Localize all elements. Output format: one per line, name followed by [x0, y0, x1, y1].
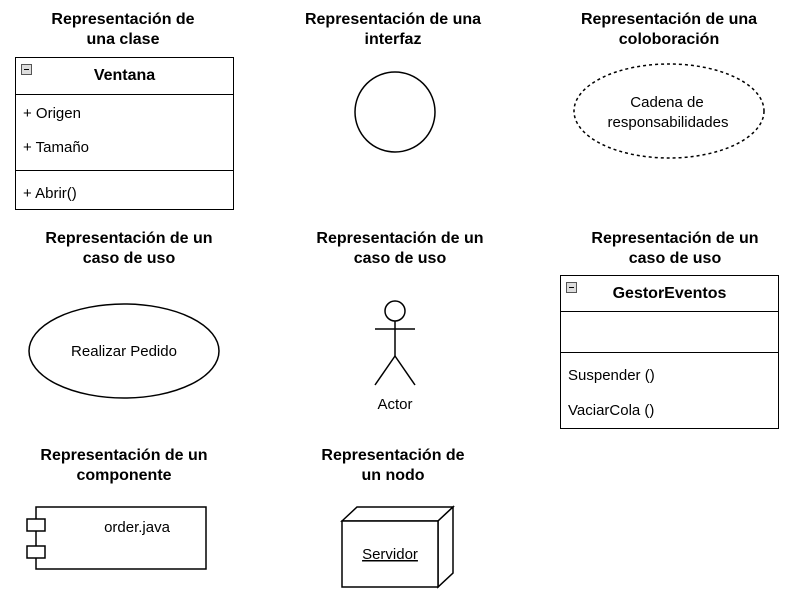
node-representation-title: Representación de un nodo	[293, 446, 493, 486]
class-methods: Suspender () VaciarCola ()	[561, 353, 778, 428]
collapse-icon[interactable]	[21, 64, 32, 75]
title-line: interfaz	[364, 31, 422, 48]
title-line: Representación de un	[591, 230, 759, 247]
class-representation-title: Representación de una clase	[23, 10, 223, 50]
class-header: Ventana	[16, 58, 233, 95]
class-name: Ventana	[93, 67, 156, 84]
title-line: una clase	[86, 31, 160, 48]
use-case-ellipse	[28, 303, 220, 399]
title-line: Representación de	[51, 11, 195, 28]
title-line: un nodo	[361, 467, 425, 484]
collaboration-representation-title: Representación de una coloboración	[559, 10, 779, 50]
class-methods: + Abrir()	[16, 171, 233, 209]
title-line: Representación de	[321, 447, 465, 464]
title-line: Representación de un	[45, 230, 213, 247]
collaboration-text-line: responsabilidades	[608, 114, 729, 131]
actor-label: Actor	[377, 396, 412, 413]
title-line: Representación de una	[580, 11, 758, 28]
node-shape	[340, 505, 455, 589]
interface-representation-title: Representación de una interfaz	[283, 10, 503, 50]
component-shape	[26, 506, 207, 570]
use-case-ellipse-title: Representación de un caso de uso	[19, 229, 239, 269]
use-case-actor-title: Representación de un caso de uso	[290, 229, 510, 269]
title-line: caso de uso	[628, 250, 722, 267]
actor-figure	[374, 300, 416, 386]
use-case-class-title: Representación de un caso de uso	[565, 229, 785, 269]
title-line: Representación de un	[40, 447, 208, 464]
class-attribute: + Origen	[23, 105, 81, 122]
class-ventana: Ventana + Origen + Tamaño + Abrir()	[15, 57, 234, 210]
class-attribute: + Tamaño	[23, 139, 90, 156]
title-line: caso de uso	[353, 250, 447, 267]
title-line: caso de uso	[82, 250, 176, 267]
interface-circle	[354, 71, 436, 153]
component-representation-title: Representación de un componente	[14, 446, 234, 486]
collaboration-text-line: Cadena de	[630, 94, 703, 111]
component-label: order.java	[104, 519, 171, 536]
title-line: Representación de un	[316, 230, 484, 247]
class-name: GestorEventos	[612, 285, 727, 302]
title-line: componente	[76, 467, 172, 484]
class-attributes: + Origen + Tamaño	[16, 95, 233, 171]
collapse-icon[interactable]	[566, 282, 577, 293]
collaboration-ellipse	[573, 63, 765, 159]
class-header: GestorEventos	[561, 276, 778, 312]
class-attributes	[561, 312, 778, 353]
title-line: coloboración	[618, 31, 720, 48]
node-label: Servidor	[362, 546, 418, 563]
class-method: Suspender ()	[568, 367, 655, 384]
class-gestor-eventos: GestorEventos Suspender () VaciarCola ()	[560, 275, 779, 429]
title-line: Representación de una	[304, 11, 482, 28]
class-method: VaciarCola ()	[568, 402, 655, 419]
use-case-label: Realizar Pedido	[71, 343, 177, 360]
class-method: + Abrir()	[23, 185, 77, 202]
